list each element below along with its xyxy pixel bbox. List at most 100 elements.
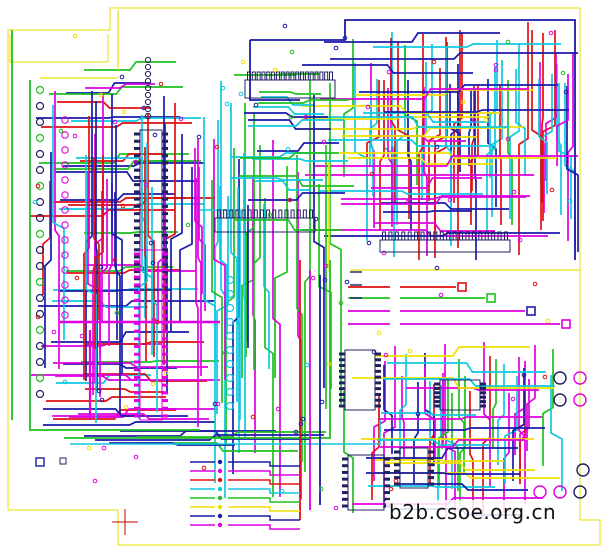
watermark-text: b2b.csoe.org.cn [386,500,560,524]
pin [134,197,140,201]
via [300,416,306,422]
via [285,146,291,152]
via [388,486,394,492]
pin [271,71,276,81]
via [217,477,223,483]
trace [237,187,240,453]
connector-pad [526,306,536,316]
via [383,352,389,358]
pin [162,248,168,252]
pin [162,161,168,165]
trace [274,166,288,378]
pad [35,117,45,127]
pin [162,241,168,245]
pin [134,204,140,208]
pin [302,209,307,219]
via [319,399,325,405]
mounting-pad [576,463,590,477]
pin [134,248,140,252]
via [133,454,139,460]
trace [55,171,199,182]
trace [316,116,509,128]
trace [381,202,509,210]
pin [375,364,381,368]
trace [29,80,200,431]
via [212,401,218,407]
origin-crosshair [112,509,138,535]
pin [134,260,140,264]
via [287,197,293,203]
chip-body [379,239,511,253]
pin [375,392,381,396]
pad [144,91,152,99]
trace [363,112,491,123]
pin [384,491,390,495]
pin [134,262,140,266]
pin [162,314,168,318]
trace [518,22,529,255]
pin [134,314,140,318]
trace [468,88,472,166]
trace [120,430,311,440]
via [196,134,202,140]
trace [141,115,146,318]
via [224,101,230,107]
trace [253,106,324,115]
pad [144,63,152,71]
pin [339,404,345,408]
trace [348,157,493,165]
trace [114,192,118,340]
via [220,85,226,91]
trace [85,83,155,89]
pin [339,364,345,368]
via [72,33,78,39]
pin [162,291,168,295]
trace [243,153,246,439]
pin [134,360,140,364]
via [215,401,221,407]
trace [469,391,474,517]
pin [134,270,140,274]
pad [225,331,235,341]
pin [162,321,168,325]
pin [162,329,168,333]
chip-body [139,129,163,291]
pad [35,373,45,383]
via [217,486,223,492]
pin [384,484,390,488]
via [304,362,310,368]
trace [384,427,545,431]
via [563,89,569,95]
pad [225,359,235,369]
via [151,317,157,323]
pin [480,386,486,390]
via [217,522,223,528]
via [253,102,259,108]
pin [134,255,140,259]
pin [342,457,348,461]
via [326,361,332,367]
pad [61,281,69,289]
pin [162,399,168,403]
chip-body [399,447,429,489]
pin [134,154,140,158]
trace [531,30,542,230]
trace [86,341,204,345]
pad [35,325,45,335]
trace [46,396,166,402]
trace [111,94,123,374]
pad [61,131,69,139]
via [35,314,41,320]
via [549,187,555,193]
trace [381,412,476,416]
pad [35,213,45,223]
trace [503,393,510,512]
pad [61,251,69,259]
pin [134,383,140,387]
pin [428,463,434,467]
pad [35,229,45,239]
trace [228,488,300,494]
trace [248,119,331,130]
via [493,62,499,68]
trace [213,139,226,380]
